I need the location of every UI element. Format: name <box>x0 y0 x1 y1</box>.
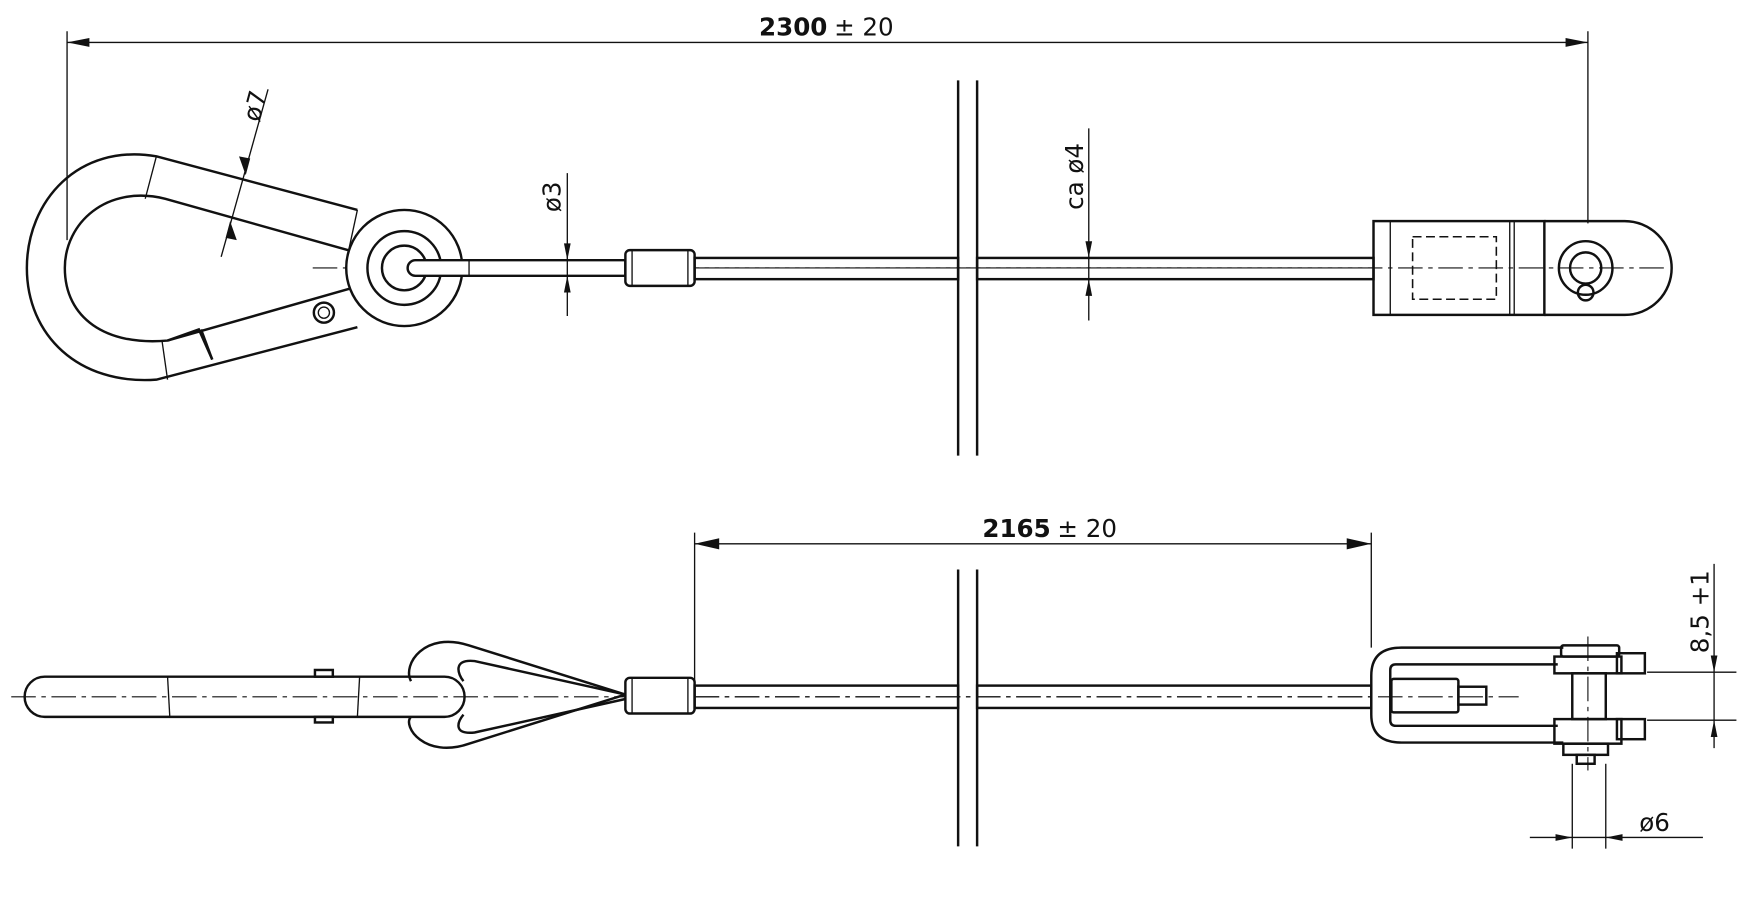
inner-cable-dimension: ø3 <box>538 173 571 317</box>
cable-right <box>975 256 1375 281</box>
inner-cable-diameter-label: ø3 <box>538 182 567 213</box>
top-view: 2300± 20 ø7 <box>25 13 1673 456</box>
fork-gap-label: 8,5 +1 <box>1686 570 1715 653</box>
svg-text:2165± 20: 2165± 20 <box>982 514 1117 543</box>
ferrule <box>624 676 696 715</box>
cable-left <box>693 256 960 281</box>
pin-diameter-label: ø6 <box>1639 808 1670 837</box>
overall-length-value: 2300 <box>759 13 827 42</box>
ferrule <box>624 248 696 288</box>
cable-length-tolerance: ± 20 <box>1057 514 1117 543</box>
carabiner-hook <box>25 153 464 382</box>
carabiner-hook-side <box>23 668 466 724</box>
overall-length-dimension: 2300± 20 <box>66 13 1589 241</box>
inner-cable <box>406 258 627 278</box>
cable-length-dimension: 2165± 20 <box>693 514 1372 682</box>
hook-diameter-dimension: ø7 <box>220 87 273 258</box>
fork-gap-dimension: 8,5 +1 <box>1647 563 1737 749</box>
fork-terminal <box>1372 219 1673 317</box>
pin-diameter-dimension: ø6 <box>1529 763 1703 849</box>
svg-text:2300± 20: 2300± 20 <box>759 13 894 42</box>
outer-cable-dimension: ca ø4 <box>1060 128 1093 321</box>
cable-length-value: 2165 <box>982 514 1050 543</box>
overall-length-tolerance: ± 20 <box>834 13 894 42</box>
fork-terminal-side <box>1370 636 1647 771</box>
thimble <box>407 640 626 749</box>
outer-cable-diameter-label: ca ø4 <box>1060 143 1089 210</box>
side-view: 2165± 20 <box>11 514 1737 849</box>
